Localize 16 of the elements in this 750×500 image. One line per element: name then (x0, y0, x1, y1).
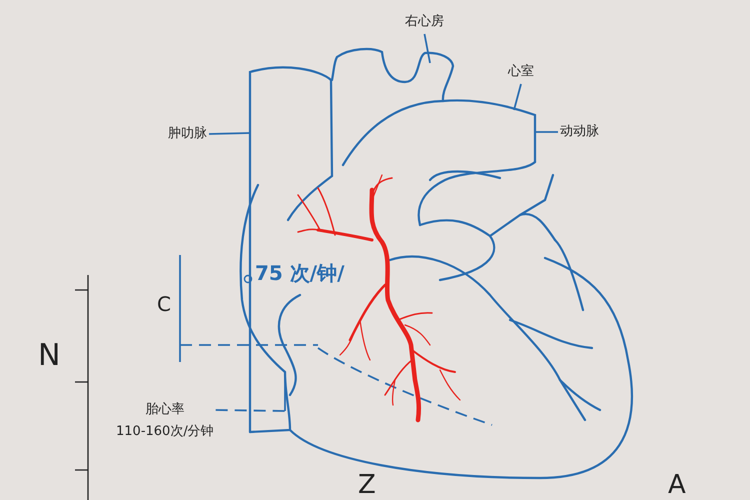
part-label: 胎心率 (144, 401, 186, 419)
value-text: 110-160次/分钟 (116, 423, 214, 441)
part-label: 动动脉 (560, 123, 599, 141)
leader-line (424, 34, 431, 64)
leader-line (536, 131, 558, 133)
rate-label: 75 次/钟/ (255, 260, 344, 287)
part-label: 右心房 (405, 13, 444, 31)
axis-letter: N (38, 338, 60, 373)
leader-line (208, 132, 250, 135)
axis-letter: A (668, 470, 686, 500)
axis-letter: C (157, 292, 171, 316)
part-label: 肿叻脉 (168, 125, 207, 143)
leader-line (216, 409, 286, 412)
part-label: 心室 (508, 63, 534, 81)
leader-line (513, 84, 522, 110)
axis-letter: Z (358, 470, 376, 500)
